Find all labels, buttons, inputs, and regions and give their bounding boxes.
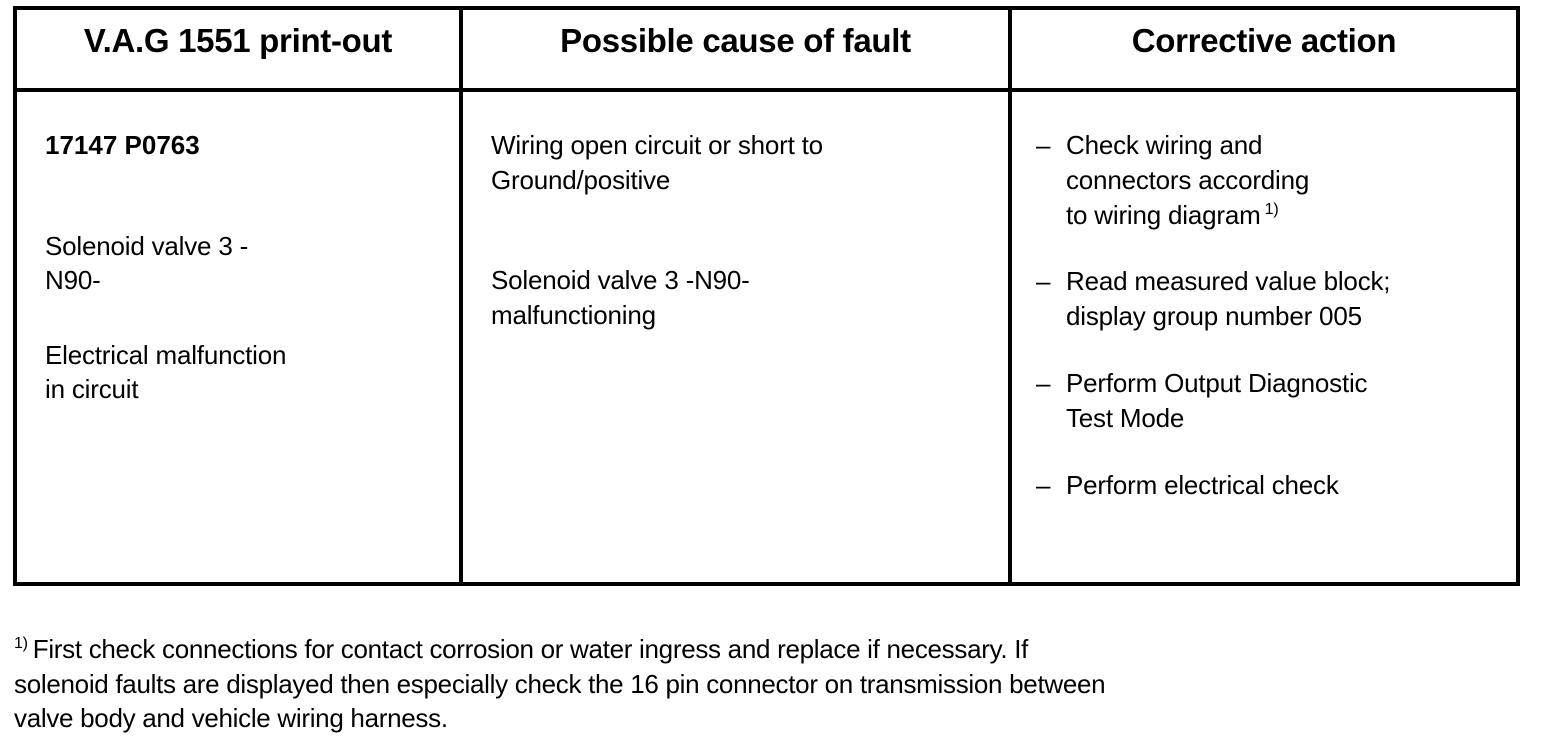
column-header-cause: Possible cause of fault: [459, 6, 1012, 92]
corrective-action-text: Check wiring and connectors according to…: [1066, 128, 1498, 232]
printout-fault-line2: in circuit: [45, 374, 139, 405]
cell-printout: 17147 P0763 Solenoid valve 3 - N90- Elec…: [13, 88, 463, 586]
cell-corrective: – Check wiring and connectors according …: [1008, 88, 1520, 586]
corrective-action-line1: Read measured value block;: [1066, 266, 1391, 297]
corrective-action-line1: Perform Output Diagnostic: [1066, 368, 1368, 399]
cause-block-1-line1: Wiring open circuit or short to: [491, 130, 823, 160]
spacer: [45, 298, 441, 338]
footnote: 1)First check connections for contact co…: [14, 632, 1534, 736]
footnote-marker: 1): [14, 634, 28, 653]
cause-block-2-line1: Solenoid valve 3 -N90-: [491, 265, 750, 296]
cause-block-2-line2: malfunctioning: [491, 299, 656, 330]
column-header-printout: V.A.G 1551 print-out: [13, 6, 463, 92]
dash-bullet-icon: –: [1036, 469, 1051, 500]
column-header-corrective-label: Corrective action: [1131, 22, 1397, 59]
dash-bullet-icon: –: [1036, 368, 1051, 399]
footnote-line-1: 1)First check connections for contact co…: [14, 632, 1534, 667]
cause-block-1-line2: Ground/positive: [491, 164, 671, 195]
fault-code-table: V.A.G 1551 print-out Possible cause of f…: [13, 6, 1520, 586]
cause-block-2: Solenoid valve 3 -N90- malfunctioning: [491, 263, 990, 332]
cell-corrective-content: – Check wiring and connectors according …: [1012, 92, 1516, 513]
fault-code: 17147 P0763: [45, 130, 200, 160]
footnote-line-3: valve body and vehicle wiring harness.: [14, 703, 448, 734]
column-header-corrective: Corrective action: [1008, 6, 1520, 92]
printout-fault: Electrical malfunction in circuit: [45, 338, 441, 407]
cell-printout-content: 17147 P0763 Solenoid valve 3 - N90- Elec…: [17, 92, 459, 417]
table-row: 17147 P0763 Solenoid valve 3 - N90- Elec…: [13, 88, 1520, 586]
printout-fault-line1: Electrical malfunction: [45, 339, 287, 370]
spacer: [45, 163, 441, 229]
corrective-action-line2: connectors according: [1066, 164, 1310, 195]
cell-cause: Wiring open circuit or short to Ground/p…: [459, 88, 1012, 586]
printout-component-line1: Solenoid valve 3 -: [45, 230, 249, 261]
column-header-cause-label: Possible cause of fault: [560, 22, 911, 59]
printout-component-line2: N90-: [45, 265, 101, 296]
dash-bullet-icon: –: [1036, 266, 1051, 297]
corrective-action-line2: display group number 005: [1066, 301, 1362, 332]
footnote-reference-marker: 1): [1264, 200, 1279, 218]
footnote-text-line1: First check connections for contact corr…: [32, 634, 1029, 664]
corrective-action-line3: to wiring diagram: [1066, 199, 1261, 230]
corrective-action-text: Perform Output Diagnostic Test Mode: [1066, 366, 1498, 436]
cause-block-1: Wiring open circuit or short to Ground/p…: [491, 128, 990, 197]
corrective-action-line1: Check wiring and: [1066, 130, 1263, 160]
corrective-action-text: Perform electrical check: [1066, 468, 1498, 503]
corrective-action-item: – Perform Output Diagnostic Test Mode: [1036, 366, 1498, 436]
corrective-action-line1: Perform electrical check: [1066, 469, 1339, 500]
table-header-row: V.A.G 1551 print-out Possible cause of f…: [13, 6, 1520, 92]
corrective-action-item: – Read measured value block; display gro…: [1036, 264, 1498, 334]
corrective-action-item: – Perform electrical check: [1036, 468, 1498, 503]
corrective-action-text: Read measured value block; display group…: [1066, 264, 1498, 334]
dash-bullet-icon: –: [1036, 130, 1051, 160]
footnote-line-2: solenoid faults are displayed then espec…: [14, 668, 1106, 699]
spacer: [491, 197, 990, 263]
cell-cause-content: Wiring open circuit or short to Ground/p…: [463, 92, 1008, 342]
corrective-action-line2: Test Mode: [1066, 402, 1185, 433]
corrective-action-item: – Check wiring and connectors according …: [1036, 128, 1498, 232]
printout-component: Solenoid valve 3 - N90-: [45, 229, 441, 298]
column-header-printout-label: V.A.G 1551 print-out: [83, 22, 393, 59]
